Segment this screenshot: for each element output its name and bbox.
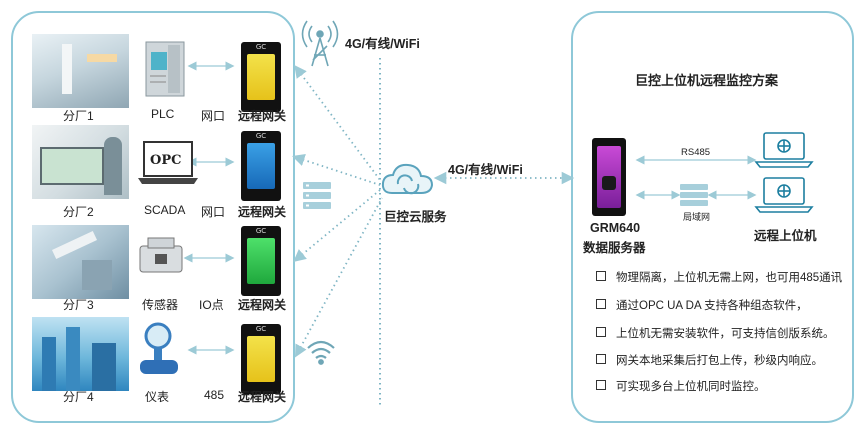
factory-4-device: 仪表	[145, 390, 170, 404]
meter-icon	[140, 322, 178, 374]
server-label: 数据服务器	[583, 241, 646, 255]
factory-3-gateway: 远程网关	[238, 298, 287, 312]
factory-1-interface: 网口	[201, 109, 226, 123]
link-cloud-1	[294, 64, 381, 181]
cloud-label: 巨控云服务	[384, 210, 447, 224]
network-label-top: 4G/有线/WiFi	[345, 37, 420, 51]
factory-photo-2	[32, 125, 129, 199]
laptop-icon-1	[754, 132, 814, 168]
rs485-label: RS485	[681, 147, 711, 158]
feature-item-3: 上位机无需安装软件，可支持信创版系统。	[596, 325, 835, 341]
lan-label: 局域网	[683, 212, 711, 222]
factory-2-gateway: 远程网关	[238, 205, 287, 219]
factory-1-device: PLC	[151, 107, 175, 121]
factory-photo-4	[32, 317, 129, 391]
factory-3-interface: IO点	[199, 298, 224, 312]
sensor-icon	[139, 237, 183, 273]
factory-2-interface: 网口	[201, 205, 226, 219]
feature-item-1: 物理隔离，上位机无需上网，也可用485通讯	[596, 269, 842, 285]
laptop-icon-2	[754, 177, 814, 213]
factory-4-interface: 485	[204, 388, 225, 402]
gateway-device-1: GC	[241, 42, 281, 112]
feature-item-4: 网关本地采集后打包上传，秒级内响应。	[596, 352, 823, 368]
solution-title: 巨控上位机远程监控方案	[635, 73, 779, 88]
factory-1-name: 分厂1	[63, 109, 94, 123]
plc-icon	[145, 41, 185, 97]
feature-item-2: 通过OPC UA DA 支持各种组态软件，	[596, 297, 808, 313]
factory-3-device: 传感器	[142, 298, 179, 312]
factory-4-name: 分厂4	[63, 390, 94, 404]
gateway-device-2: GC	[241, 131, 281, 201]
scada-laptop-icon	[138, 141, 198, 184]
checkbox-icon	[596, 327, 606, 337]
wifi-icon	[307, 340, 335, 365]
feature-item-5: 可实现多台上位机同时监控。	[596, 378, 766, 394]
factory-4-gateway: 远程网关	[238, 390, 287, 404]
gateway-device-4: GC	[241, 324, 281, 394]
checkbox-icon	[596, 380, 606, 390]
remote-pc-label: 远程上位机	[754, 229, 817, 243]
factory-2-device: SCADA	[144, 203, 186, 217]
cloud-icon	[381, 163, 434, 195]
factory-2-name: 分厂2	[63, 205, 94, 219]
solution-panel	[571, 11, 854, 423]
checkbox-icon	[596, 271, 606, 281]
factory-photo-1	[32, 34, 129, 108]
factory-3-name: 分厂3	[63, 298, 94, 312]
server-icon	[303, 182, 331, 209]
factory-photo-3	[32, 225, 129, 299]
gateway-device-3: GC	[241, 226, 281, 296]
scada-screen-text: OPC	[150, 153, 182, 168]
network-label-right: 4G/有线/WiFi	[448, 163, 523, 177]
link-cloud-4	[294, 197, 383, 358]
factory-1-gateway: 远程网关	[238, 109, 287, 123]
checkbox-icon	[596, 299, 606, 309]
cell-tower-icon	[301, 20, 339, 67]
grm640-server-device	[592, 138, 626, 216]
lan-switch-icon	[680, 184, 708, 206]
server-model: GRM640	[590, 221, 641, 235]
checkbox-icon	[596, 354, 606, 364]
